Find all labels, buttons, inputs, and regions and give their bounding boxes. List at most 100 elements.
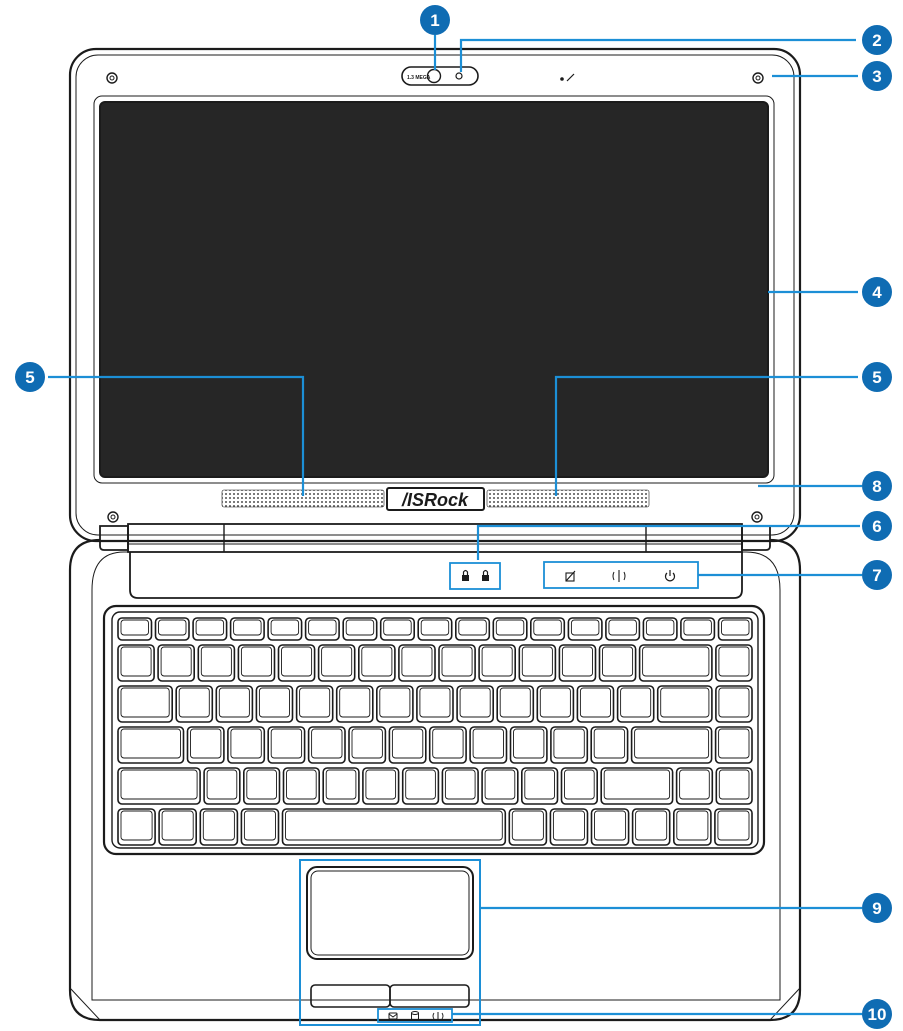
keyboard-key[interactable] (154, 617, 190, 641)
keyboard-key[interactable] (158, 808, 198, 846)
keyboard-key[interactable] (117, 617, 153, 641)
keyboard-key[interactable] (186, 726, 225, 764)
keyboard-key[interactable] (558, 644, 597, 682)
keyboard-key[interactable] (630, 726, 713, 764)
keyboard-key[interactable] (715, 644, 753, 682)
callout-badge-1: 1 (420, 5, 450, 35)
keyboard-key-face (120, 687, 170, 718)
keyboard-key[interactable] (438, 644, 476, 682)
keyboard-key[interactable] (243, 767, 281, 805)
keyboard-key[interactable] (255, 685, 294, 723)
keyboard-key[interactable] (417, 617, 453, 641)
keyboard-key[interactable] (567, 617, 603, 641)
keyboard-key[interactable] (492, 617, 528, 641)
keyboard-key[interactable] (335, 685, 374, 723)
keyboard-key[interactable] (388, 726, 427, 764)
keyboard-key[interactable] (157, 644, 196, 682)
keyboard-key[interactable] (348, 726, 387, 764)
keyboard-key[interactable] (590, 808, 630, 846)
keyboard-key-face (120, 810, 153, 841)
keyboard-key[interactable] (227, 726, 266, 764)
keyboard-key[interactable] (307, 726, 346, 764)
touchpad-toggle-icon[interactable] (565, 570, 576, 582)
keyboard-key[interactable] (322, 767, 360, 805)
keyboard-key[interactable] (717, 617, 753, 641)
keyboard-key[interactable] (379, 617, 416, 641)
keyboard-key[interactable] (478, 644, 517, 682)
keyboard-key[interactable] (550, 726, 589, 764)
keyboard-key[interactable] (675, 767, 714, 805)
touchpad-right-button[interactable] (389, 984, 470, 1008)
keyboard-key[interactable] (715, 685, 753, 723)
keyboard-key[interactable] (715, 767, 753, 805)
keyboard-key[interactable] (197, 644, 236, 682)
keyboard-key[interactable] (520, 767, 559, 805)
keyboard-key[interactable] (454, 617, 491, 641)
keyboard-key[interactable] (117, 644, 155, 682)
keyboard-key[interactable] (600, 767, 674, 805)
keyboard-key[interactable] (714, 808, 753, 846)
keyboard-key[interactable] (117, 726, 185, 764)
keyboard-key[interactable] (281, 808, 507, 846)
keyboard-key[interactable] (481, 767, 519, 805)
keyboard-key[interactable] (117, 767, 201, 805)
callout-badge-5-right: 5 (862, 362, 892, 392)
callout-badge-3: 3 (862, 61, 892, 91)
keyboard-key[interactable] (192, 617, 228, 641)
keyboard-key[interactable] (375, 685, 414, 723)
keyboard-key[interactable] (215, 685, 254, 723)
keyboard-key[interactable] (175, 685, 214, 723)
keyboard-key[interactable] (295, 685, 334, 723)
keyboard-key[interactable] (549, 808, 589, 846)
keyboard-key[interactable] (616, 685, 655, 723)
keyboard-key[interactable] (576, 685, 615, 723)
keyboard-key[interactable] (267, 617, 303, 641)
keyboard-key[interactable] (267, 726, 306, 764)
keyboard-key[interactable] (518, 644, 557, 682)
keyboard-key[interactable] (714, 726, 753, 764)
keyboard-key[interactable] (416, 685, 454, 723)
keyboard-key[interactable] (638, 644, 713, 682)
keyboard-key[interactable] (237, 644, 276, 682)
keyboard-key[interactable] (342, 617, 378, 641)
keyboard[interactable] (117, 617, 753, 846)
callout-badge-7: 7 (862, 560, 892, 590)
keyboard-key[interactable] (304, 617, 340, 641)
keyboard-key[interactable] (508, 808, 548, 846)
keyboard-key[interactable] (428, 726, 467, 764)
keyboard-key[interactable] (605, 617, 641, 641)
keyboard-key[interactable] (117, 685, 174, 723)
keyboard-key[interactable] (598, 644, 637, 682)
keyboard-key[interactable] (398, 644, 436, 682)
keyboard-key[interactable] (529, 617, 566, 641)
keyboard-key[interactable] (469, 726, 508, 764)
keyboard-key[interactable] (456, 685, 495, 723)
keyboard-key[interactable] (203, 767, 241, 805)
keyboard-key[interactable] (317, 644, 356, 682)
keyboard-key[interactable] (560, 767, 599, 805)
keyboard-key[interactable] (277, 644, 316, 682)
keyboard-key[interactable] (509, 726, 548, 764)
keyboard-key[interactable] (240, 808, 280, 846)
keyboard-key[interactable] (496, 685, 535, 723)
touchpad[interactable] (299, 859, 481, 1026)
keyboard-key[interactable] (282, 767, 321, 805)
wireless-icon[interactable] (612, 570, 626, 582)
keyboard-key[interactable] (362, 767, 400, 805)
keyboard-key[interactable] (672, 808, 712, 846)
keyboard-key[interactable] (631, 808, 671, 846)
keyboard-key[interactable] (680, 617, 716, 641)
keyboard-key[interactable] (401, 767, 440, 805)
keyboard-key[interactable] (117, 808, 156, 846)
keyboard-key[interactable] (590, 726, 629, 764)
power-icon[interactable] (664, 570, 676, 582)
keyboard-key[interactable] (536, 685, 575, 723)
keyboard-key[interactable] (199, 808, 239, 846)
keyboard-key[interactable] (357, 644, 396, 682)
keyboard-key[interactable] (642, 617, 678, 641)
touchpad-left-button[interactable] (310, 984, 391, 1008)
keyboard-key[interactable] (229, 617, 265, 641)
keyboard-key-face (444, 769, 476, 800)
keyboard-key[interactable] (656, 685, 713, 723)
keyboard-key[interactable] (441, 767, 479, 805)
